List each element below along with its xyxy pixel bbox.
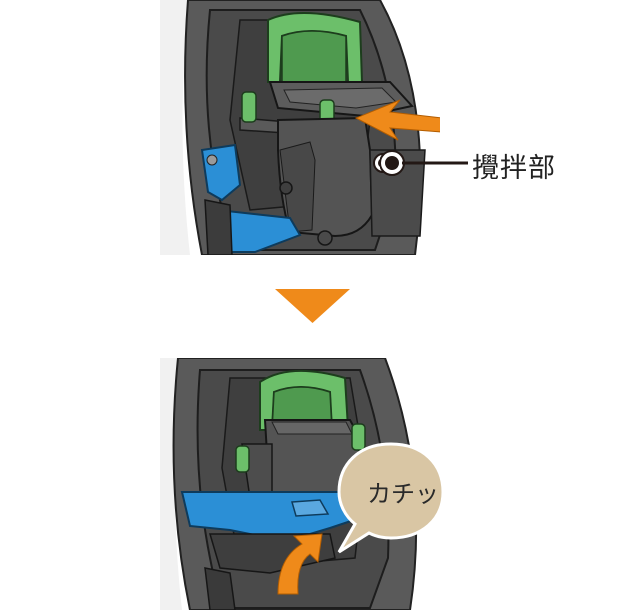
callout-leader-line xyxy=(380,150,468,176)
top-illustration-panel xyxy=(160,0,440,255)
agitator-callout-label: 攪拌部 xyxy=(472,153,556,184)
speech-bubble xyxy=(337,442,445,554)
click-sound-text: カチッ xyxy=(367,480,439,508)
green-tab-right xyxy=(351,423,366,451)
lift-up-arrow xyxy=(277,533,323,595)
green-tab-left xyxy=(235,445,250,473)
step-down-triangle xyxy=(275,289,350,323)
green-tab-left xyxy=(241,91,257,123)
unit-before-illustration xyxy=(160,0,440,255)
push-direction-arrow xyxy=(354,99,440,141)
